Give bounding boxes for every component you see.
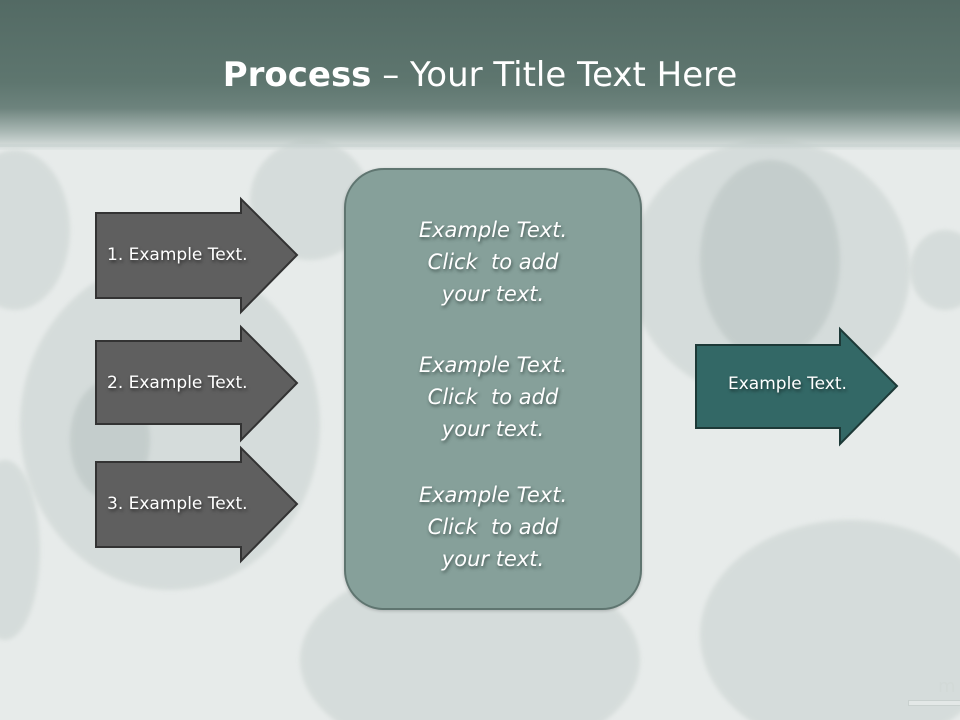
title-divider — [0, 144, 960, 147]
process-step-arrow-3[interactable]: 3. Example Text. — [95, 445, 299, 564]
result-arrow[interactable]: Example Text. — [695, 326, 899, 447]
center-line: your text. — [441, 547, 545, 571]
right-arrow-shape-icon — [695, 326, 899, 447]
center-line: your text. — [441, 417, 545, 441]
center-text-box[interactable]: Example Text. Click to add your text. Ex… — [344, 168, 642, 610]
slide-title[interactable]: Process – Your Title Text Here — [0, 52, 960, 98]
result-label: Example Text. — [728, 374, 847, 394]
center-line: Click to add — [427, 250, 559, 274]
right-arrow-shape-icon — [95, 196, 299, 315]
watermark-bar — [908, 700, 960, 706]
process-step-arrow-2[interactable]: 2. Example Text. — [95, 324, 299, 443]
center-line: Click to add — [427, 385, 559, 409]
process-step-arrow-1[interactable]: 1. Example Text. — [95, 196, 299, 315]
right-arrow-shape-icon — [95, 324, 299, 443]
title-bold-part: Process — [222, 55, 372, 95]
title-rest-part: – Your Title Text Here — [371, 55, 738, 95]
cell-shape — [0, 150, 70, 310]
center-text-item-3[interactable]: Example Text. Click to add your text. — [346, 479, 640, 575]
right-arrow-shape-icon — [95, 445, 299, 564]
step-label: 1. Example Text. — [107, 245, 248, 265]
center-line: Example Text. — [418, 353, 568, 377]
center-line: Example Text. — [418, 483, 568, 507]
cell-nucleus — [700, 160, 840, 360]
cell-shape — [910, 230, 960, 310]
center-text-item-2[interactable]: Example Text. Click to add your text. — [346, 349, 640, 445]
center-line: your text. — [441, 282, 545, 306]
cell-shape — [700, 520, 960, 720]
center-line: Example Text. — [418, 218, 568, 242]
step-label: 3. Example Text. — [107, 494, 248, 514]
step-label: 2. Example Text. — [107, 373, 248, 393]
center-line: Click to add — [427, 515, 559, 539]
watermark-text: m — [938, 676, 956, 697]
center-text-item-1[interactable]: Example Text. Click to add your text. — [346, 214, 640, 310]
title-band — [0, 0, 960, 150]
